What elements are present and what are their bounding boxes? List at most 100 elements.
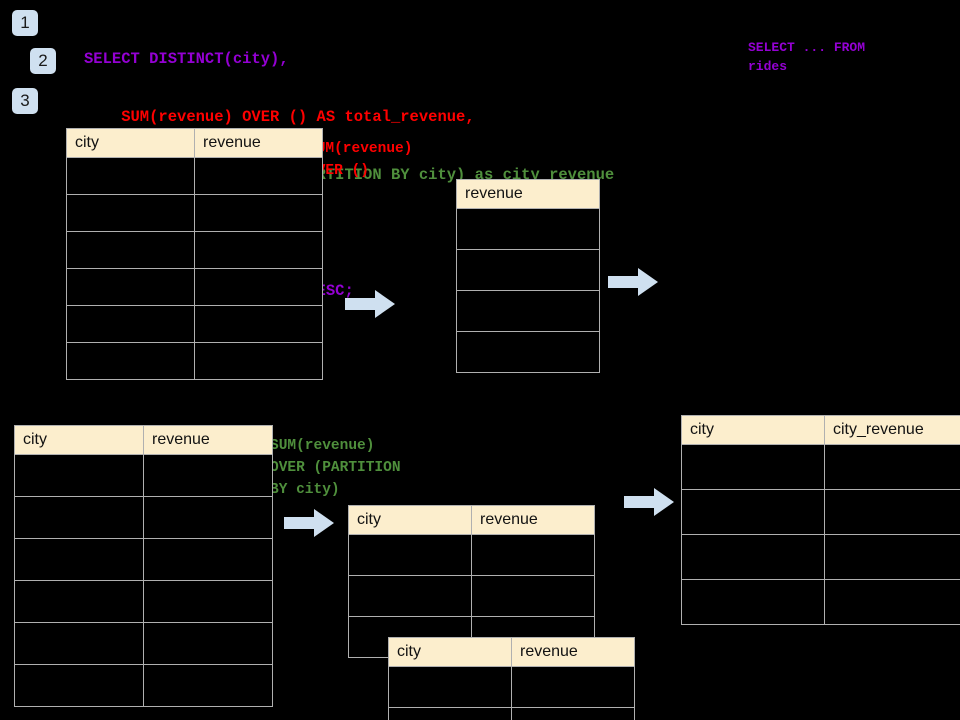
table-cell	[824, 579, 960, 625]
table-cell	[14, 454, 144, 497]
table-cell	[388, 666, 512, 708]
table-header-row: city revenue	[388, 637, 635, 667]
column-header-city: city	[14, 425, 144, 455]
table-header-row: city revenue	[14, 425, 273, 455]
table-row	[66, 342, 323, 380]
table-row	[14, 496, 273, 539]
table-cell	[681, 489, 825, 535]
table-row	[456, 290, 600, 332]
table-cell	[66, 268, 195, 306]
table-cell	[456, 208, 600, 250]
step-badge-1: 1	[12, 10, 38, 36]
table-cell	[681, 579, 825, 625]
table-header-row: city revenue	[66, 128, 323, 158]
annotation-sum-over-partition: SUM(revenue) OVER (PARTITION BY city)	[270, 438, 401, 498]
table-row	[681, 444, 960, 490]
table-cell	[824, 444, 960, 490]
table-cell	[194, 268, 323, 306]
arrow-partition-to-result	[624, 488, 674, 516]
table-cell	[14, 538, 144, 581]
table-cell	[14, 496, 144, 539]
table-cell	[456, 331, 600, 373]
table-cell	[348, 575, 472, 617]
table-header-row: revenue	[456, 179, 600, 209]
column-header-city: city	[348, 505, 472, 535]
arrow-source-to-partition	[284, 509, 334, 537]
table-cell	[14, 664, 144, 707]
table-cell	[143, 622, 273, 665]
table-row	[66, 305, 323, 343]
table-cell	[66, 157, 195, 195]
table-cell	[143, 580, 273, 623]
table-cell	[143, 496, 273, 539]
table-cell	[681, 444, 825, 490]
column-header-city: city	[388, 637, 512, 667]
column-header-city-revenue: city_revenue	[824, 415, 960, 445]
table-row	[66, 157, 323, 195]
table-row	[456, 249, 600, 291]
result-table: city city_revenue	[681, 415, 960, 625]
arrow-total-to-result	[608, 268, 658, 296]
table-row	[14, 580, 273, 623]
source-table-top: city revenue	[66, 128, 323, 380]
table-cell	[194, 305, 323, 343]
table-cell	[471, 575, 595, 617]
table-cell	[456, 249, 600, 291]
table-row	[66, 268, 323, 306]
table-cell	[143, 454, 273, 497]
table-cell	[456, 290, 600, 332]
sql-line-2: SUM(revenue) OVER () AS total_revenue,	[84, 108, 475, 126]
source-table-bottom: city revenue	[14, 425, 273, 707]
table-row	[456, 331, 600, 373]
table-cell	[66, 231, 195, 269]
table-cell	[194, 231, 323, 269]
step-badge-3: 3	[12, 88, 38, 114]
table-row	[681, 489, 960, 535]
table-row	[14, 622, 273, 665]
table-cell	[66, 305, 195, 343]
total-revenue-table: revenue	[456, 179, 600, 373]
column-header-city: city	[681, 415, 825, 445]
table-row	[388, 707, 635, 720]
column-header-revenue: revenue	[471, 505, 595, 535]
annotation-sum-over-empty: SUM(revenue) OVER ()	[308, 141, 413, 179]
table-cell	[511, 666, 635, 708]
column-header-city: city	[66, 128, 195, 158]
table-row	[348, 534, 595, 576]
table-row	[348, 575, 595, 617]
annotation-select-from-rides: SELECT ... FROM rides	[748, 40, 866, 74]
column-header-revenue: revenue	[456, 179, 600, 209]
table-cell	[14, 580, 144, 623]
table-row	[14, 538, 273, 581]
table-cell	[681, 534, 825, 580]
table-cell	[471, 534, 595, 576]
table-row	[14, 664, 273, 707]
column-header-revenue: revenue	[194, 128, 323, 158]
table-cell	[824, 489, 960, 535]
table-cell	[194, 157, 323, 195]
table-header-row: city revenue	[348, 505, 595, 535]
table-row	[681, 579, 960, 625]
partition-table-back: city revenue	[348, 505, 595, 658]
table-row	[388, 666, 635, 708]
table-cell	[14, 622, 144, 665]
table-cell	[66, 342, 195, 380]
table-cell	[143, 538, 273, 581]
step-badge-2: 2	[30, 48, 56, 74]
table-row	[14, 454, 273, 497]
arrow-source-to-total	[345, 290, 395, 318]
table-cell	[194, 194, 323, 232]
table-cell	[824, 534, 960, 580]
table-row	[681, 534, 960, 580]
table-row	[66, 231, 323, 269]
table-cell	[66, 194, 195, 232]
table-row	[66, 194, 323, 232]
table-cell	[511, 707, 635, 720]
column-header-revenue: revenue	[511, 637, 635, 667]
table-row	[456, 208, 600, 250]
partition-table-front: city revenue	[388, 637, 635, 720]
table-cell	[348, 534, 472, 576]
column-header-revenue: revenue	[143, 425, 273, 455]
table-cell	[388, 707, 512, 720]
